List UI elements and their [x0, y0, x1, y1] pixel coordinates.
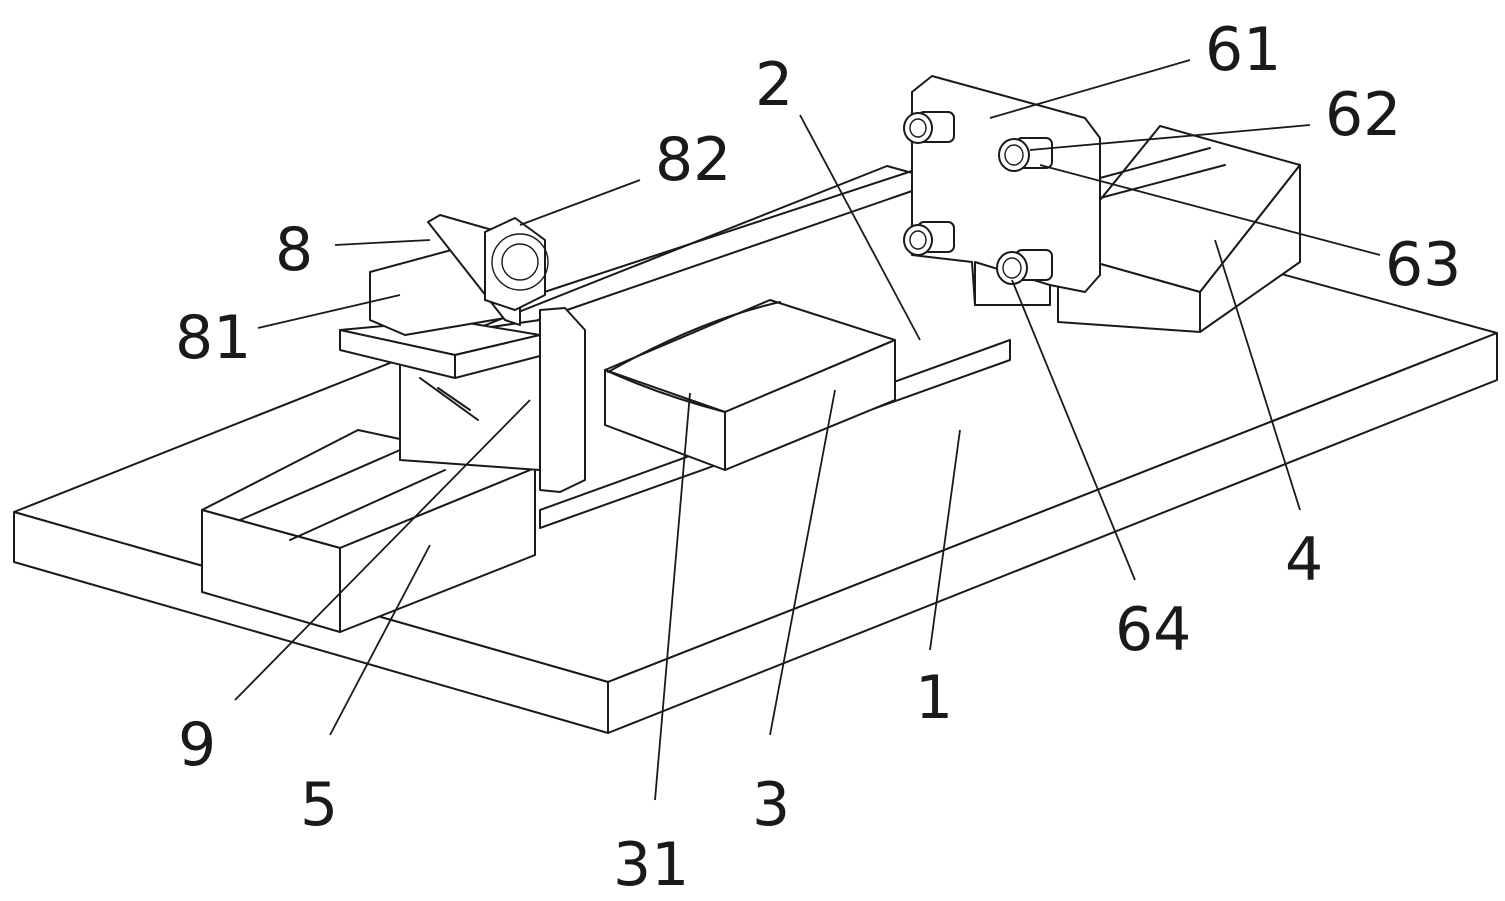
label-62: 62	[1325, 80, 1401, 150]
label-5: 5	[300, 770, 338, 840]
bolt-bottom-right	[996, 249, 1053, 285]
label-3: 3	[752, 770, 790, 840]
leader-lines	[234, 59, 1381, 801]
bolt-top-left	[903, 111, 955, 144]
bolt-top-right	[998, 137, 1053, 172]
bolt-bottom-left	[903, 221, 955, 256]
reference-labels: 1 2 3 31 4 5 61 62 63 64 8 81 82 9	[175, 15, 1461, 900]
label-82: 82	[655, 125, 731, 195]
label-2: 2	[755, 50, 793, 120]
label-81: 81	[175, 303, 251, 373]
motor-assembly	[339, 214, 549, 379]
label-64: 64	[1115, 595, 1191, 665]
label-4: 4	[1285, 525, 1323, 595]
label-63: 63	[1385, 230, 1461, 300]
v-block	[604, 299, 896, 471]
label-31: 31	[613, 830, 689, 900]
label-61: 61	[1205, 15, 1281, 85]
clamp-plate	[911, 75, 1101, 306]
label-9: 9	[178, 710, 216, 780]
label-1: 1	[915, 663, 953, 733]
label-8: 8	[275, 215, 313, 285]
